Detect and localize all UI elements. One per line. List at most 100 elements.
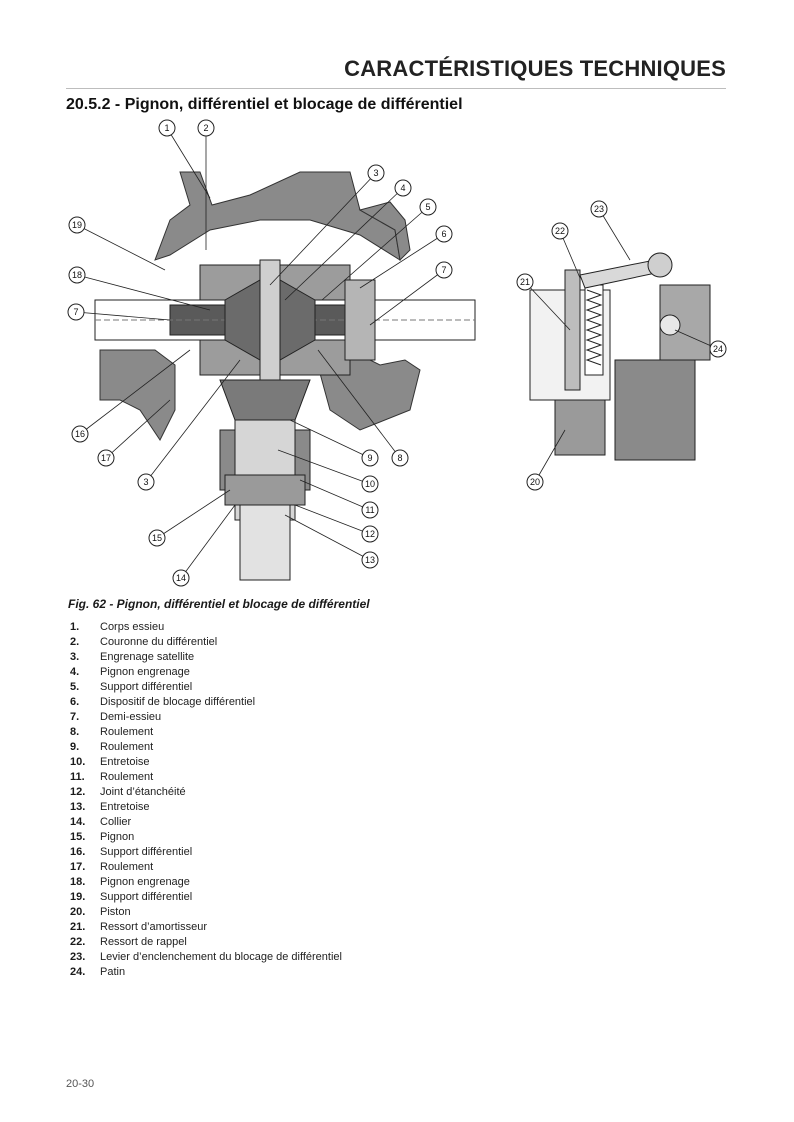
- svg-text:22: 22: [555, 226, 565, 236]
- legend-number: 19.: [70, 891, 86, 903]
- legend-label: Patin: [100, 966, 126, 978]
- header-divider: [66, 88, 726, 89]
- legend-number: 5.: [70, 681, 80, 693]
- svg-text:14: 14: [176, 573, 186, 583]
- legend-item: 9.Roulement: [70, 740, 342, 755]
- svg-text:7: 7: [441, 265, 446, 275]
- differential-diagram: 1 2 3 4 5 6 7 7 8 9 10 11 12 13 14 15 16…: [67, 119, 727, 587]
- legend-item: 15. Pignon: [70, 830, 342, 845]
- callout-18: 18: [68, 266, 86, 284]
- figure-caption: Fig. 62 - Pignon, différentiel et blocag…: [68, 597, 370, 611]
- pinion-shaft: [219, 379, 311, 581]
- svg-text:18: 18: [72, 270, 82, 280]
- section-title: 20.5.2 - Pignon, différentiel et blocage…: [66, 96, 463, 113]
- legend-label: Ressort de rappel: [100, 936, 187, 948]
- callout-6: 6: [435, 225, 453, 243]
- svg-text:23: 23: [594, 204, 604, 214]
- callout-20: 20: [526, 473, 544, 491]
- legend-item: 14. Collier: [70, 815, 342, 830]
- svg-text:16: 16: [75, 429, 85, 439]
- legend-label: Pignon engrenage: [100, 666, 190, 678]
- callout-7-right: 7: [435, 261, 453, 279]
- page-header-title: CARACTÉRISTIQUES TECHNIQUES: [344, 56, 726, 81]
- callout-19: 19: [68, 216, 86, 234]
- svg-text:8: 8: [397, 453, 402, 463]
- page-number: 20-30: [66, 1078, 95, 1090]
- legend-label: Piston: [100, 906, 131, 918]
- callout-10: 10: [361, 475, 379, 493]
- svg-text:1: 1: [164, 123, 169, 133]
- legend-item: 20.Piston: [70, 905, 342, 920]
- legend-label: Entretoise: [100, 756, 150, 768]
- svg-text:24: 24: [713, 344, 723, 354]
- svg-text:13: 13: [365, 555, 375, 565]
- callout-3-lower: 3: [137, 473, 155, 491]
- legend-number: 2.: [70, 636, 80, 648]
- legend-item: 23.Levier d’enclenchement du blocage de …: [70, 950, 342, 965]
- legend-label: Dispositif de blocage différentiel: [100, 696, 256, 708]
- legend-number: 16.: [70, 846, 86, 858]
- svg-text:3: 3: [373, 168, 378, 178]
- legend-item: 11. Roulement: [70, 770, 342, 785]
- legend-label: Roulement: [100, 771, 154, 783]
- legend-number: 4.: [70, 666, 80, 678]
- callout-1: 1: [158, 119, 176, 137]
- svg-text:12: 12: [365, 529, 375, 539]
- legend-label: Pignon: [100, 831, 135, 843]
- legend-number: 13.: [70, 801, 86, 813]
- legend-number: 24.: [70, 966, 86, 978]
- svg-text:3: 3: [143, 477, 148, 487]
- legend-label: Pignon engrenage: [100, 876, 190, 888]
- legend-number: 11.: [70, 771, 85, 783]
- legend-item: 6. Dispositif de blocage différentiel: [70, 695, 342, 710]
- callout-21: 21: [516, 273, 534, 291]
- callout-23: 23: [590, 200, 608, 218]
- legend-item: 12.Joint d’étanchéité: [70, 785, 342, 800]
- legend-number: 10.: [70, 756, 86, 768]
- callout-3: 3: [367, 164, 385, 182]
- legend-number: 18.: [70, 876, 86, 888]
- callouts: [75, 127, 719, 579]
- legend-number: 6.: [70, 696, 80, 708]
- legend-item: 22.Ressort de rappel: [70, 935, 342, 950]
- svg-text:6: 6: [441, 229, 446, 239]
- legend-number: 12.: [70, 786, 86, 798]
- svg-text:20: 20: [530, 477, 540, 487]
- legend-label: Support différentiel: [100, 846, 193, 858]
- legend-item: 21.Ressort d’amortisseur: [70, 920, 342, 935]
- callout-24: 24: [709, 340, 727, 358]
- differential-gears: [199, 259, 376, 391]
- legend-number: 17.: [70, 861, 86, 873]
- legend-item: 10. Entretoise: [70, 755, 342, 770]
- callout-8: 8: [391, 449, 409, 467]
- legend-label: Corps essieu: [100, 621, 165, 633]
- callout-15: 15: [148, 529, 166, 547]
- callout-9: 9: [361, 449, 379, 467]
- legend-label: Collier: [100, 816, 132, 828]
- legend-item: 19. Support différentiel: [70, 890, 342, 905]
- legend-number: 9.: [70, 741, 80, 753]
- legend-number: 1.: [70, 621, 80, 633]
- callout-4: 4: [394, 179, 412, 197]
- legend-item: 24. Patin: [70, 965, 342, 980]
- legend-label: Demi-essieu: [100, 711, 162, 723]
- legend-item: 18. Pignon engrenage: [70, 875, 342, 890]
- callout-13: 13: [361, 551, 379, 569]
- legend-number: 3.: [70, 651, 80, 663]
- technical-drawing: 1 2 3 4 5 6 7 7 8 9 10 11 12 13 14 15 16…: [60, 110, 760, 600]
- svg-text:15: 15: [152, 533, 162, 543]
- legend-number: 7.: [70, 711, 80, 723]
- legend-number: 15.: [70, 831, 86, 843]
- svg-text:7: 7: [73, 307, 78, 317]
- callout-7-left: 7: [67, 303, 85, 321]
- callout-16: 16: [71, 425, 89, 443]
- legend-item: 17.Roulement: [70, 860, 342, 875]
- legend-label: Entretoise: [100, 801, 150, 813]
- legend-item: 2. Couronne du différentiel: [70, 635, 342, 650]
- legend-number: 14.: [70, 816, 86, 828]
- legend-label: Support différentiel: [100, 891, 193, 903]
- svg-text:10: 10: [365, 479, 375, 489]
- legend-label: Couronne du différentiel: [100, 636, 218, 648]
- svg-text:11: 11: [365, 505, 374, 515]
- legend-number: 21.: [70, 921, 86, 933]
